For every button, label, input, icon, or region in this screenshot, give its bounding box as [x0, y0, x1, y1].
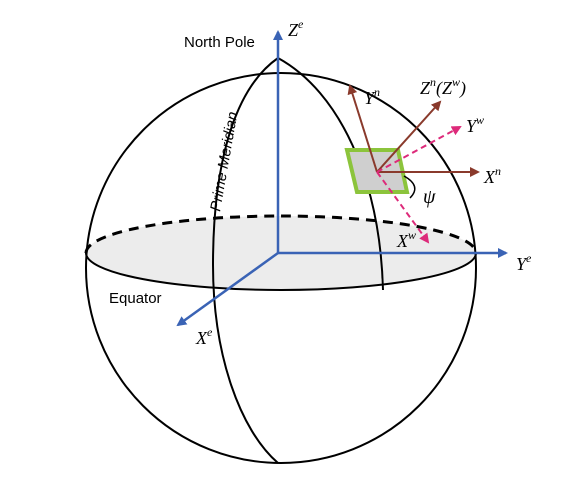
- psi-label: ψ: [423, 186, 436, 208]
- north-pole-label: North Pole: [184, 34, 255, 51]
- zn-zw-label: Zn(Zw): [420, 75, 466, 99]
- equator-label: Equator: [109, 290, 162, 307]
- equator-front-arc: [85, 252, 477, 291]
- prime-meridian-label: Prime Meridian: [207, 110, 241, 212]
- yw-axis: [376, 126, 462, 173]
- ze-label: Ze: [288, 17, 304, 40]
- xe-axis: [176, 251, 279, 327]
- yn-label: Yn: [364, 85, 380, 108]
- yn-axis: [347, 84, 378, 173]
- zn-axis: [376, 100, 442, 173]
- ye-label: Ye: [516, 251, 532, 274]
- xn-label: Xn: [483, 164, 501, 187]
- equator-back-arc: [84, 214, 478, 254]
- yw-label: Yw: [466, 113, 484, 136]
- xe-label: Xe: [195, 325, 213, 348]
- xw-axis: [376, 171, 430, 244]
- xw-label: Xw: [396, 228, 416, 251]
- psi-angle-arc: [403, 175, 416, 199]
- prime-meridian-line: [211, 57, 279, 464]
- local-meridian-line: [277, 57, 384, 291]
- globe-outline: [85, 72, 477, 464]
